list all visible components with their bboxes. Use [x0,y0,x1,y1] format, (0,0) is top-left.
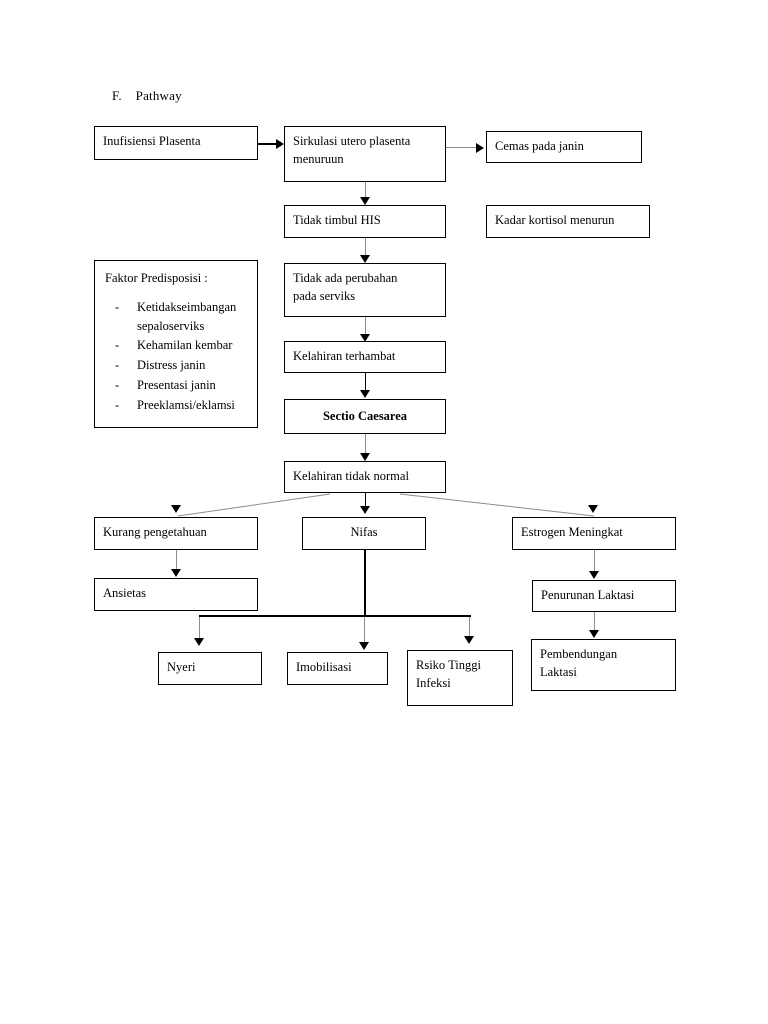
node-label: Imobilisasi [296,660,352,674]
node-label-line1: Pembendungan [540,647,618,661]
node-sectio-caesarea: Sectio Caesarea [284,399,446,434]
list-item-line1: Presentasi janin [137,377,216,392]
node-pembendungan-laktasi: Pembendungan Laktasi [531,639,676,691]
bullet-dash: - [115,338,120,353]
arrowhead-right-icon [276,139,284,149]
connector-bus-to-rsiko [469,617,470,639]
node-label: Estrogen Meningkat [521,525,623,539]
arrowhead-down-icon [360,453,370,461]
fanout-line-left [177,493,331,517]
arrowhead-down-icon [359,642,369,650]
node-sirkulasi-utero-plasenta: Sirkulasi utero plasenta menuruun [284,126,446,182]
node-label: Inufisiensi Plasenta [103,134,201,148]
node-label-line2: pada serviks [293,289,356,304]
node-label-line2: menuruun [293,152,344,167]
list-item-line1: Kehamilan kembar [137,338,233,353]
node-imobilisasi: Imobilisasi [287,652,388,685]
connector-bus-to-nyeri [199,617,200,641]
arrowhead-down-icon [360,255,370,263]
node-kurang-pengetahuan: Kurang pengetahuan [94,517,258,550]
connector-serviks-to-kelahiran-terhambat [365,317,366,337]
arrowhead-down-icon [171,569,181,577]
factors-list: - Ketidakseimbangan sepaloserviks - Keha… [105,298,251,415]
list-item: - Presentasi janin [105,376,251,395]
connector-inufisiensi-to-sirkulasi [258,143,278,145]
factors-title: Faktor Predisposisi : [105,271,208,285]
connector-to-nifas [365,493,366,511]
list-item-line1: Ketidakseimbangan [137,299,237,314]
node-label-line1: Rsiko Tinggi [416,658,481,672]
list-item: - Preeklamsi/eklamsi [105,396,251,415]
node-estrogen-meningkat: Estrogen Meningkat [512,517,676,550]
node-nyeri: Nyeri [158,652,262,685]
node-label: Sectio Caesarea [322,409,408,423]
connector-terhambat-to-sectio [365,373,366,393]
factors-box: Faktor Predisposisi : - Ketidakseimbanga… [94,260,258,428]
page-title: F. Pathway [112,88,182,103]
arrowhead-down-icon [589,571,599,579]
arrowhead-down-icon [360,334,370,342]
node-kadar-kortisol-menurun: Kadar kortisol menurun [486,205,650,238]
list-item-line1: Distress janin [137,358,206,372]
connector-pengetahuan-to-ansietas [176,550,177,572]
node-label: Kurang pengetahuan [103,525,207,539]
node-label: Penurunan Laktasi [541,588,635,602]
node-label: Cemas pada janin [495,139,584,153]
arrowhead-down-icon [588,505,598,513]
list-item: - Distress janin [105,356,251,375]
node-label-line1: Sirkulasi utero plasenta [293,134,411,148]
connector-penurunan-to-pembendungan [594,612,595,634]
list-item: - Ketidakseimbangan sepaloserviks [105,298,251,336]
node-kelahiran-terhambat: Kelahiran terhambat [284,341,446,373]
node-label: Kadar kortisol menurun [495,213,615,227]
arrowhead-down-icon [464,636,474,644]
arrowhead-down-icon [589,630,599,638]
node-rsiko-tinggi-infeksi: Rsiko Tinggi Infeksi [407,650,513,706]
bullet-dash: - [115,358,120,372]
arrowhead-right-icon [476,143,484,153]
node-label-line2: Laktasi [540,665,577,680]
list-item: - Kehamilan kembar [105,336,251,355]
node-label: Kelahiran terhambat [293,349,396,363]
node-label: Ansietas [103,586,147,600]
node-label: Kelahiran tidak normal [293,469,409,483]
fanout-line-right [399,493,595,517]
arrowhead-down-icon [171,505,181,513]
connector-his-to-serviks [365,238,366,258]
list-item-line1: Preeklamsi/eklamsi [137,397,235,412]
node-label-line1: Tidak ada perubahan [293,271,398,285]
node-label: Nyeri [167,660,196,674]
node-tidak-ada-perubahan-pada-serviks: Tidak ada perubahan pada serviks [284,263,446,317]
node-penurunan-laktasi: Penurunan Laktasi [532,580,676,612]
node-ansietas: Ansietas [94,578,258,611]
node-label: Tidak timbul HIS [293,213,381,227]
connector-estrogen-to-penurunan [594,550,595,574]
node-label-line2: Infeksi [416,676,451,691]
arrowhead-down-icon [360,506,370,514]
node-cemas-pada-janin: Cemas pada janin [486,131,642,163]
connector-sirkulasi-to-cemas [446,147,478,148]
arrowhead-down-icon [194,638,204,646]
node-kelahiran-tidak-normal: Kelahiran tidak normal [284,461,446,493]
connector-nifas-bus [199,615,471,617]
node-nifas: Nifas [302,517,426,550]
bullet-dash: - [115,397,120,412]
connector-bus-to-imobilisasi [364,617,365,645]
connector-sirkulasi-to-his [365,182,366,200]
node-label: Nifas [350,525,378,539]
connector-nifas-trunk [364,550,366,616]
arrowhead-down-icon [360,390,370,398]
node-tidak-timbul-his: Tidak timbul HIS [284,205,446,238]
bullet-dash: - [115,299,120,314]
list-item-line2: sepaloserviks [137,318,205,333]
arrowhead-down-icon [360,197,370,205]
node-inufisiensi-plasenta: Inufisiensi Plasenta [94,126,258,160]
bullet-dash: - [115,377,120,392]
connector-sectio-to-kelahiran-tidak-normal [365,434,366,456]
